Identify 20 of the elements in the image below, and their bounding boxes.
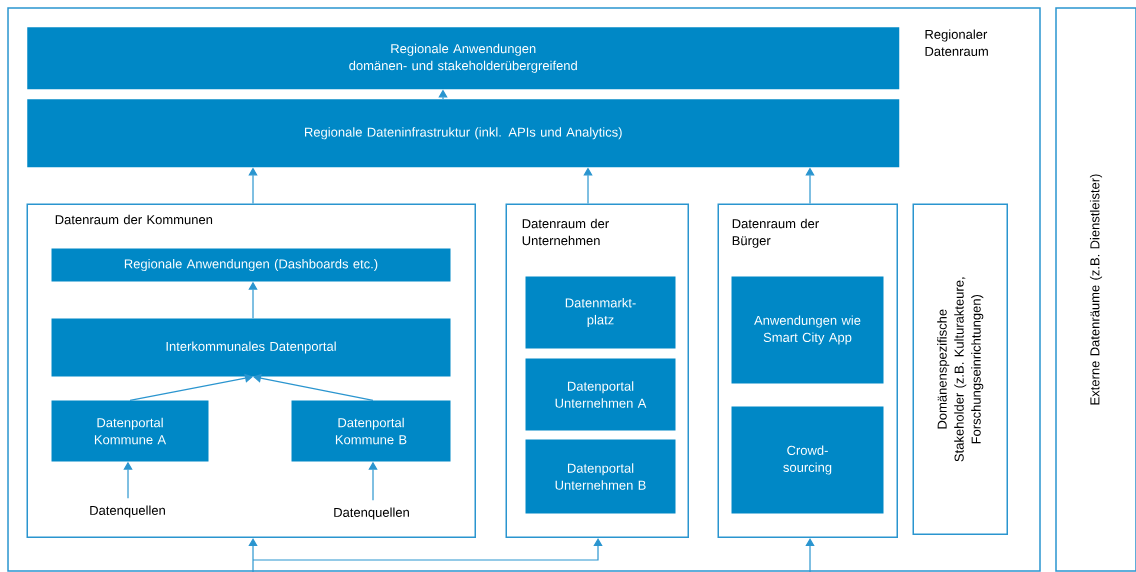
source-label: Datenquellen [90,505,165,518]
data-space-frame: Externe Datenräume (z.B. Dienstleister) [1055,7,1136,572]
arrow [253,373,374,401]
component-box: Datenportal Unternehmen A [525,358,676,431]
arrow [252,538,603,561]
component-box: Datenportal Kommune B [291,400,451,462]
component-box: Datenmarkt- platz [525,276,676,349]
component-box: Datenportal Unternehmen B [525,439,676,514]
arrow [248,538,258,572]
component-box: Regionale Dateninfrastruktur (inkl. APIs und Analytics) [27,99,900,168]
component-box: Regionale Anwendungen domänen- und stakeholderübergreifend [27,27,900,90]
component-box: Crowd- sourcing [731,406,884,514]
component-box: Regionale Anwendungen (Dashboards etc.) [51,248,451,282]
arrow [129,373,253,401]
component-box: Anwendungen wie Smart City App [731,276,884,384]
arrow [805,538,815,572]
component-box: Interkommunales Datenportal [51,318,451,377]
data-space-frame: Domänenspezifische Stakeholder (z.B. Kulturakteure, Forschungseinrichtungen) [912,203,1008,535]
source-label: Datenquellen [334,507,409,520]
component-box: Datenportal Kommune A [51,400,209,462]
